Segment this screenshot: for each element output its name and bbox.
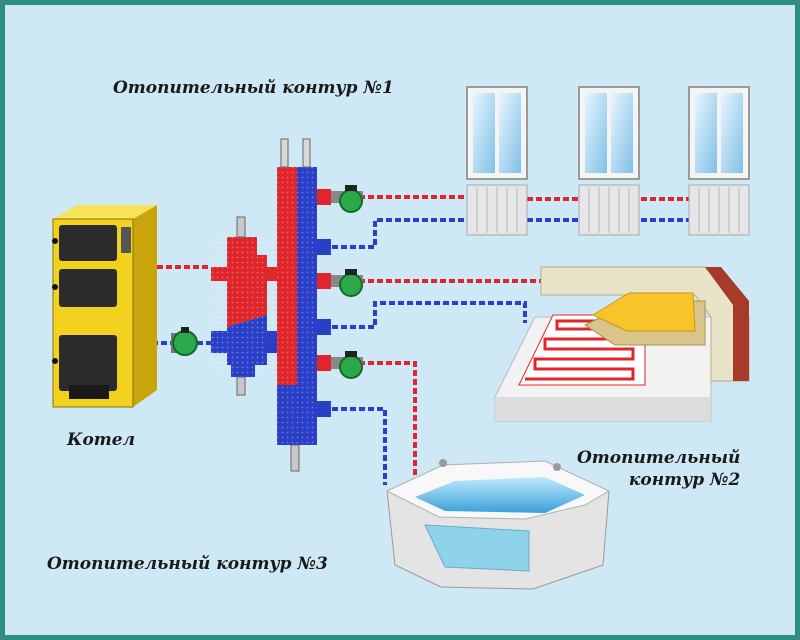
underfloor-heating bbox=[494, 266, 750, 422]
supply-pipe-circuit-3 bbox=[323, 361, 417, 485]
boiler-ash-pan bbox=[69, 385, 109, 399]
jacuzzi-bathtub bbox=[385, 459, 611, 590]
label-heating-circuit-2-line-2: контур №2 bbox=[628, 470, 741, 490]
boiler-side bbox=[133, 205, 157, 407]
label-heating-circuit-2-line-1: Отопительный bbox=[577, 448, 741, 468]
label-heating-circuit-1: Отопительный контур №1 bbox=[113, 78, 394, 98]
pump-circuit-3 bbox=[331, 351, 363, 379]
return-pipe-circuit-3 bbox=[323, 407, 387, 485]
faucet-icon bbox=[553, 463, 561, 471]
boiler-door-middle bbox=[59, 269, 117, 307]
bathtub-water bbox=[415, 477, 585, 513]
pump-icon bbox=[339, 355, 363, 379]
return-pipe-circuit-2 bbox=[323, 301, 527, 329]
boiler-handle-1 bbox=[52, 238, 58, 244]
floor-base-front bbox=[495, 397, 711, 421]
manifold-top-valve-1 bbox=[280, 138, 289, 168]
drain-valve bbox=[236, 376, 246, 396]
pipes-circuit-3 bbox=[323, 361, 417, 485]
window-3 bbox=[688, 86, 750, 180]
boiler-pump bbox=[171, 327, 198, 356]
bathtub-front-panel bbox=[424, 524, 530, 572]
diagram-canvas bbox=[52, 86, 750, 590]
boiler-handle-3 bbox=[52, 358, 58, 364]
outlet-hot-3 bbox=[317, 355, 331, 371]
manifold-top-valve-2 bbox=[302, 138, 311, 168]
label-heating-circuit-3: Отопительный контур №3 bbox=[47, 554, 328, 574]
distribution-manifold bbox=[267, 138, 331, 472]
boiler-top bbox=[53, 205, 157, 219]
boiler-door-top bbox=[59, 225, 117, 261]
radiator-2 bbox=[578, 184, 640, 236]
pump-circuit-2 bbox=[331, 269, 363, 297]
brick-wall bbox=[705, 267, 749, 381]
outlet-hot-1 bbox=[317, 189, 331, 205]
boiler-control-panel bbox=[121, 227, 131, 253]
window-1 bbox=[466, 86, 528, 180]
pump-icon bbox=[339, 273, 363, 297]
air-vent-valve bbox=[236, 216, 246, 238]
radiator-1 bbox=[466, 184, 528, 236]
circuit-pumps bbox=[331, 185, 363, 379]
window-2 bbox=[578, 86, 640, 180]
pump-icon bbox=[172, 330, 198, 356]
pump-icon bbox=[339, 189, 363, 213]
heating-coil bbox=[525, 319, 635, 381]
label-heating-circuit-2: Отопительный контур №2 bbox=[577, 447, 740, 491]
label-boiler: Котел bbox=[67, 430, 136, 450]
faucet-icon bbox=[439, 459, 447, 467]
return-pipe-circuit-1 bbox=[323, 218, 465, 249]
radiator-room bbox=[466, 86, 750, 236]
boiler bbox=[52, 205, 157, 408]
hydraulic-separator bbox=[211, 216, 287, 396]
pump-circuit-1 bbox=[331, 185, 363, 213]
outlet-hot-2 bbox=[317, 273, 331, 289]
radiator-3 bbox=[688, 184, 750, 236]
boiler-handle-2 bbox=[52, 284, 58, 290]
manifold-bottom-valve bbox=[290, 444, 300, 472]
floor-tiles bbox=[591, 292, 696, 332]
boiler-door-bottom bbox=[59, 335, 117, 391]
